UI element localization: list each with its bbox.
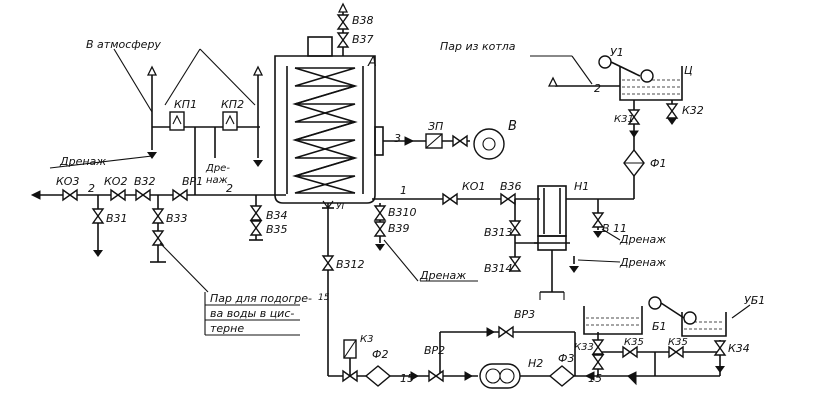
label-n2-pump: Н2 <box>528 357 543 370</box>
label-drain-v39: Дренаж <box>419 269 466 282</box>
label-n2-right: 2 <box>594 82 601 95</box>
heater-vessel-a[interactable] <box>274 36 384 204</box>
label-k32: К32 <box>682 104 704 117</box>
valve-v310[interactable] <box>374 205 386 221</box>
label-drain-left: Дренаж <box>59 155 106 168</box>
label-v32: В32 <box>134 175 156 188</box>
drain-v31 <box>93 250 103 257</box>
label-f3: Ф3 <box>558 352 574 365</box>
label-ko1: КО1 <box>462 180 485 193</box>
relief-valve-kp2[interactable] <box>222 111 238 131</box>
relief-valve-kp1[interactable] <box>169 111 185 131</box>
valve-v32[interactable] <box>135 189 151 201</box>
label-n2-left: 2 <box>88 182 95 195</box>
relief-valves <box>147 66 263 195</box>
label-v33: В33 <box>166 212 188 225</box>
label-kp1: КП1 <box>174 98 197 111</box>
valve-v31[interactable] <box>92 208 104 224</box>
label-to-atm: В атмосферу <box>86 38 161 51</box>
label-k33: К33 <box>574 342 594 353</box>
label-n15-v: 15 <box>318 293 330 303</box>
label-kp2: КП2 <box>221 98 244 111</box>
valve-v37[interactable] <box>337 32 349 48</box>
label-v36: В36 <box>500 180 522 193</box>
valve-v39[interactable] <box>374 221 386 237</box>
label-vr1: ВР1 <box>182 175 203 188</box>
label-n2-mid: 2 <box>226 182 233 195</box>
valve-k33[interactable] <box>592 339 604 355</box>
label-k35b: К35 <box>668 337 688 348</box>
label-ts: Ц <box>684 64 693 77</box>
label-v314: В314 <box>484 262 513 275</box>
valve-ko2[interactable] <box>110 189 126 201</box>
label-f2: Ф2 <box>372 348 388 361</box>
label-v313: В313 <box>484 226 513 239</box>
tank-c[interactable] <box>619 66 683 101</box>
separator-column[interactable] <box>534 185 570 300</box>
valve-v36[interactable] <box>500 193 516 205</box>
label-n15-b: 15 <box>588 372 602 385</box>
label-v38: В38 <box>352 14 374 27</box>
label-n1: 1 <box>400 184 407 197</box>
label-steam-heat-3: терне <box>210 322 244 335</box>
valve-v33-lower[interactable] <box>152 230 164 246</box>
label-vr2: ВР2 <box>424 344 445 357</box>
label-n1-valve: Н1 <box>574 180 589 193</box>
valve-ko1[interactable] <box>442 193 458 205</box>
label-k35a: К35 <box>624 337 644 348</box>
valve-v35[interactable] <box>250 220 262 236</box>
valve-k35-a[interactable] <box>622 346 638 358</box>
label-k34: К34 <box>728 342 750 355</box>
label-steam-heat-1: Пар для подогре- <box>210 292 312 305</box>
valve-k34[interactable] <box>714 340 726 356</box>
label-ko3: КО3 <box>56 175 79 188</box>
label-ug: УГ <box>336 202 347 212</box>
valve-v33[interactable] <box>152 208 164 224</box>
label-v: В <box>508 119 517 134</box>
label-n15-a: 15 <box>400 372 414 385</box>
valve-vr1[interactable] <box>172 189 188 201</box>
label-v34: В34 <box>266 209 288 222</box>
label-drain-r1: Дренаж <box>619 233 666 246</box>
label-vr3: ВР3 <box>514 308 535 321</box>
filter-f2[interactable] <box>364 365 392 387</box>
label-a: А <box>367 55 377 70</box>
fan-b[interactable] <box>473 128 505 160</box>
label-drain-r2: Дренаж <box>619 256 666 269</box>
label-v310: В310 <box>388 206 417 219</box>
label-steam-boiler: Пар из котла <box>440 40 516 53</box>
label-v35: В35 <box>266 223 288 236</box>
cistern[interactable] <box>583 306 643 335</box>
valve-v34[interactable] <box>250 205 262 221</box>
valve-vr2[interactable] <box>428 370 444 382</box>
label-n3: 3 <box>394 132 401 145</box>
label-v37: В37 <box>352 33 374 46</box>
valve-k35-b[interactable] <box>668 346 684 358</box>
label-u1: У1 <box>610 46 624 59</box>
filter-f3[interactable] <box>548 365 576 387</box>
tank-ub1[interactable] <box>681 312 727 337</box>
label-k3: К3 <box>360 334 373 345</box>
label-v11: В 11 <box>602 222 627 235</box>
label-v312: В312 <box>336 258 365 271</box>
valve-ko3[interactable] <box>62 189 78 201</box>
label-ko2: КО2 <box>104 175 127 188</box>
label-f1: Ф1 <box>650 157 666 170</box>
label-zp: ЗП <box>428 120 443 133</box>
label-k31: К31 <box>614 114 634 125</box>
label-b1: Б1 <box>652 320 667 333</box>
valve-k32[interactable] <box>666 103 678 119</box>
label-v31: В31 <box>106 212 128 225</box>
label-drain-mid: Дре-наж <box>205 163 230 186</box>
label-ub1: УБ1 <box>744 294 765 307</box>
label-v39: В39 <box>388 222 410 235</box>
label-layer: В38 В37 А В атмосферу КП1 КП2 Дренаж Дре… <box>56 14 765 385</box>
valve-v312[interactable] <box>322 255 334 271</box>
valve-v38[interactable] <box>337 14 349 30</box>
label-steam-heat-2: ва воды в цис- <box>210 307 294 320</box>
valve-vr3[interactable] <box>498 326 514 338</box>
